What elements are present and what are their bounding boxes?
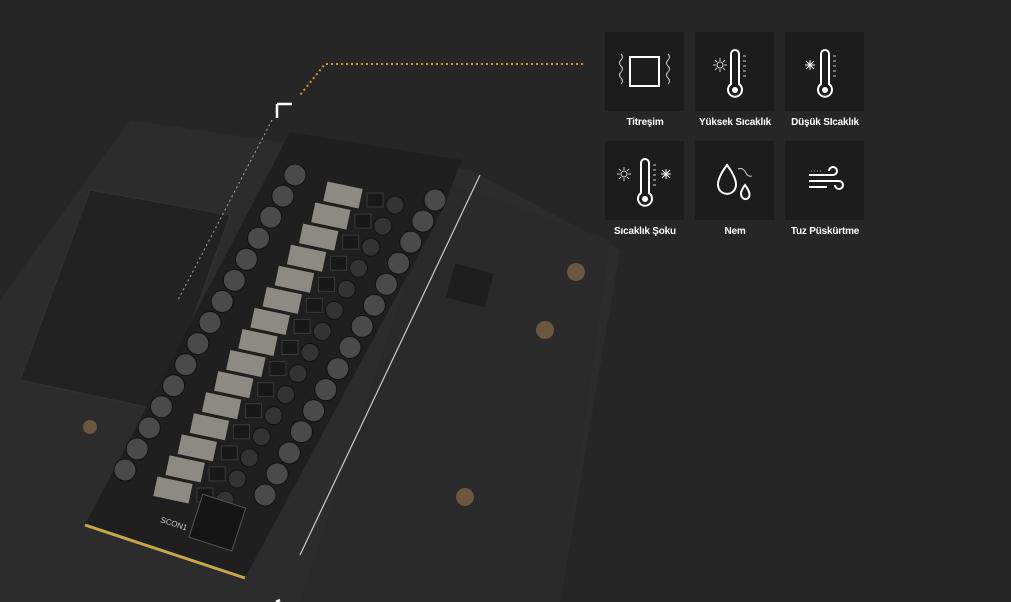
inductor [286,244,327,272]
feature-label: Yüksek Sıcaklık [698,117,772,128]
feature-tile [695,141,774,220]
capacitor [374,272,398,296]
capacitor [234,247,258,271]
salt-spray-icon [809,166,844,190]
inductor [299,223,339,251]
feature-tile [605,32,684,111]
thermal-shock-icon [617,158,671,207]
capacitor [385,195,405,215]
inductor [311,202,351,230]
feature-label: Nem [724,226,746,237]
humidity-icon [717,163,753,201]
feature-tile [785,141,864,220]
feature-tile [605,141,684,220]
mosfet [281,340,299,355]
low-temperature-icon [805,49,836,98]
capacitor [271,184,295,208]
capacitor [423,188,447,212]
inductor [201,392,242,420]
mosfet [366,192,384,208]
capacitor [113,458,137,482]
feature-tile [785,32,864,111]
mosfet [354,213,372,229]
capacitor [251,427,271,447]
capacitor [387,251,411,275]
capacitor [259,205,283,229]
capacitor [349,258,369,278]
capacitor [174,353,198,377]
inductor [165,455,205,483]
feature-label: Tuz Püskürtme [790,226,860,237]
capacitor [338,336,362,359]
inductor [323,181,363,209]
capacitor [264,406,284,426]
capacitor [265,462,289,486]
feature-label: Düşük SIcaklık [791,117,859,128]
feature-label: Sıcaklık Şoku [614,226,676,237]
capacitor [361,237,381,257]
capacitor [149,395,173,419]
capacitor [373,216,393,236]
capacitor [283,163,307,187]
capacitor [411,209,435,233]
feature-tile [695,32,774,111]
capacitor [350,314,374,338]
inductor [189,413,230,441]
capacitor [276,385,296,405]
capacitor [324,300,344,320]
inductor [214,371,254,399]
mosfet [317,276,335,292]
capacitor [210,289,234,313]
capacitor [312,321,332,341]
mosfet [245,403,263,419]
capacitor [162,374,186,398]
vibration-icon [619,53,670,87]
capacitor [314,378,338,402]
capacitor [137,416,161,440]
high-temperature-icon [713,49,746,98]
capacitor [198,311,222,334]
capacitor [125,437,149,461]
feature-label: Titreşim [626,117,664,128]
inductor [226,350,266,378]
capacitor [362,293,386,317]
capacitor [326,357,350,381]
mosfet [293,318,311,334]
mosfet [232,424,250,440]
capacitor [302,399,326,423]
capacitor [277,441,301,465]
inductor [153,476,193,504]
capacitor [336,279,356,299]
mosfet [269,361,287,377]
inductor [262,286,302,314]
capacitor [227,469,247,489]
mosfet [342,234,360,250]
mosfet [257,382,275,398]
mosfet [208,466,226,482]
mosfet [220,445,238,461]
inductor [250,307,290,335]
mosfet [330,255,348,271]
capacitor [247,226,271,250]
capacitor [253,483,277,507]
capacitor [399,230,423,254]
inductor [177,434,217,462]
capacitor [186,332,210,356]
capacitor [222,268,246,292]
capacitor [289,420,313,444]
capacitor [288,364,308,384]
inductor [238,328,278,357]
callout-line [299,63,583,96]
capacitor [239,448,259,468]
capacitor [300,343,320,362]
inductor [274,265,315,293]
mosfet [305,297,323,313]
